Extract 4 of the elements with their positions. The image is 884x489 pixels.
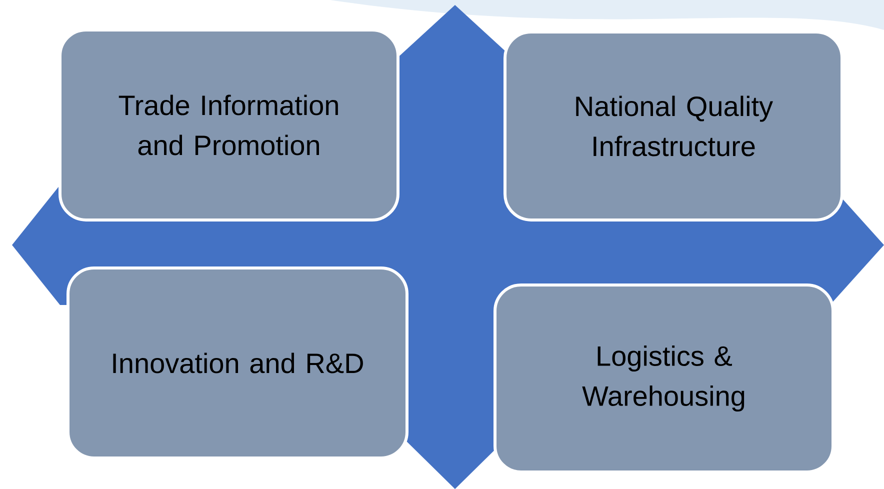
rounded-box: Logistics & Warehousing	[494, 283, 834, 474]
rounded-box: Trade Information and Promotion	[58, 28, 400, 222]
rounded-box: Innovation and R&D	[66, 266, 408, 460]
rounded-box: National Quality Infrastructure	[504, 30, 844, 222]
